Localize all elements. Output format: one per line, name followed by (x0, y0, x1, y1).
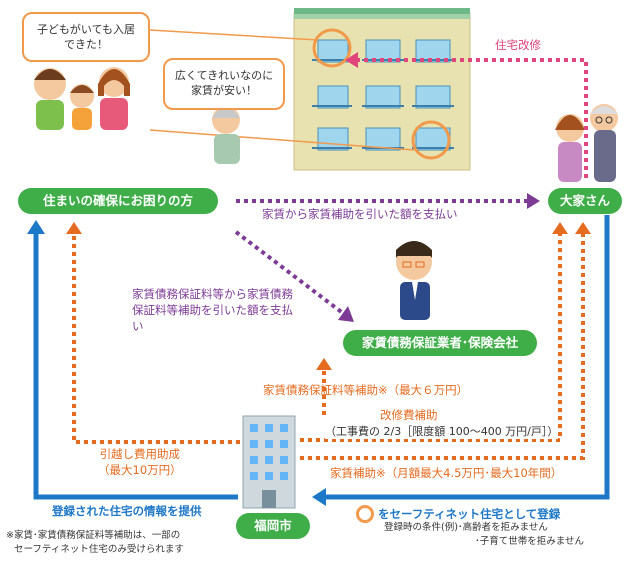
moving-subsidy-arrow (72, 232, 240, 444)
info-provide-label: 登録された住宅の情報を提供 (52, 504, 202, 518)
renovation-label: 住宅改修 (495, 38, 541, 52)
family-speech-bubble: 子どもがいても入居できた！ (22, 12, 150, 62)
footnote-line1: ※家賃･家賃債務保証料等補助は、一部の (6, 530, 181, 541)
family-speech-text: 子どもがいても入居できた！ (36, 23, 136, 51)
moving-subsidy-label: 引越し費用助成 （最大10万円） (98, 446, 182, 478)
orange-circle-icon (356, 505, 374, 523)
moving-subsidy-line1: 引越し費用助成 (99, 447, 181, 461)
landlord-couple-illustration (555, 104, 618, 182)
registration-arrow (324, 215, 610, 500)
renovation-subsidy-arrow (300, 232, 562, 442)
tenant-node: 住まいの確保にお困りの方 (18, 188, 218, 214)
info-provide-arrow (33, 232, 238, 500)
renovation-arrow (352, 58, 588, 178)
elderly-speech-bubble: 広くてきれいなのに家賃が安い！ (163, 58, 285, 110)
elderly-speech-text: 広くてきれいなのに家賃が安い！ (174, 69, 274, 97)
rent-payment-label: 家賃から家賃補助を引いた額を支払い (262, 207, 458, 221)
guarantor-node: 家賃債務保証業者･保険会社 (343, 330, 537, 356)
footnote-line2: セーフティネット住宅のみ受けられます (14, 544, 184, 555)
register-conditions-line2: ･子育て世帯を拒みません (475, 536, 584, 547)
guarantor-businessman-illustration (396, 241, 432, 320)
rent-subsidy-label: 家賃補助※（月額最大4.5万円･最大10年間） (330, 465, 563, 481)
guarantee-payment-label: 家賃債務保証料等から家賃債務保証料等補助を引いた額を支払い (132, 287, 293, 333)
registration-label-text: をセーフティネット住宅として登録 (378, 507, 561, 521)
renovation-subsidy-detail: （工事費の 2/3［限度額 100〜400 万円/戸］） (325, 423, 559, 439)
guarantee-subsidy-label: 家賃債務保証料等補助※（最大６万円） (263, 383, 469, 397)
family-illustration (34, 67, 130, 130)
city-hall-illustration (242, 415, 296, 509)
bubble-pointer-line (149, 29, 319, 41)
apartment-building-illustration (293, 8, 471, 171)
rent-subsidy-arrow (300, 232, 585, 460)
renovation-subsidy-title: 改修費補助 (380, 408, 438, 422)
city-node: 福岡市 (236, 513, 310, 539)
registration-label: をセーフティネット住宅として登録 (356, 505, 560, 523)
register-conditions-line1: 登録時の条件(例)･高齢者を拒みません (384, 522, 548, 533)
landlord-node: 大家さん (548, 188, 622, 214)
bubble-pointer-line (149, 129, 415, 151)
guarantee-payment-arrow (234, 230, 346, 316)
moving-subsidy-line2: （最大10万円） (98, 463, 182, 477)
